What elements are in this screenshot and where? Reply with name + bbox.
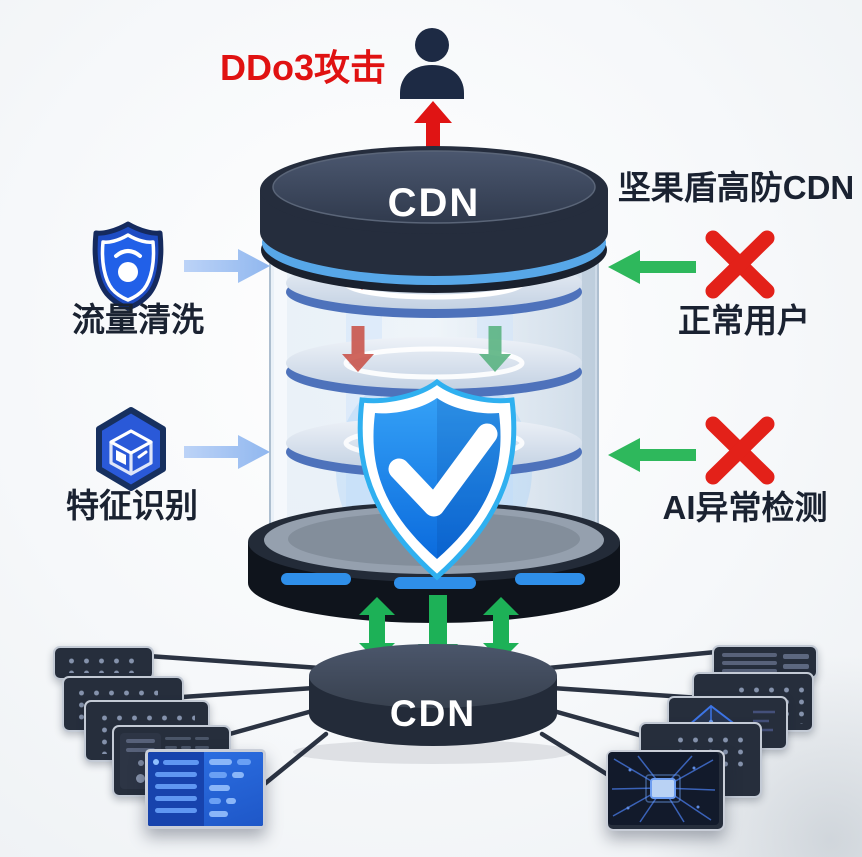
cdn-top-label: CDN [387,181,481,225]
feature-label-feature-recognition: 特征识别 [66,487,198,524]
scan-shield-icon [92,221,164,311]
cube-hexagon-icon [96,407,166,491]
ddos-attack-label: DDo3攻击 [219,47,386,88]
annotation-label-ai-detection: AI异常检测 [662,489,828,526]
glass-shade [582,256,595,552]
annotation-label-normal-users: 正常用户 [678,302,810,339]
chip-graphic [608,752,719,825]
check-mark [388,423,498,517]
base-led-center [394,577,476,589]
user-icon [400,28,464,99]
dashboard-screen [145,749,266,829]
server-panel-dots-1 [53,646,154,680]
cross-icon-1 [705,230,775,299]
cdn-top-lid [260,146,608,293]
cdn-bottom-label: CDN [389,693,477,734]
arrow-left-1 [608,250,696,284]
base-led-left [281,573,351,585]
arrow-right-2 [184,435,270,469]
glass-highlight [274,256,287,552]
cross-icon-2 [705,416,775,485]
shield-check-icon [357,378,517,581]
base-led-right [515,573,585,585]
chip-screen [606,750,725,831]
filter-disc-2 [286,337,582,398]
feature-label-traffic-cleaning: 流量清洗 [72,301,204,338]
brand-title: 坚果盾高防CDN [617,169,855,206]
bottom-cdn-cylinder [293,644,573,764]
arrow-right-1 [184,249,270,283]
arrow-left-2 [608,438,696,472]
